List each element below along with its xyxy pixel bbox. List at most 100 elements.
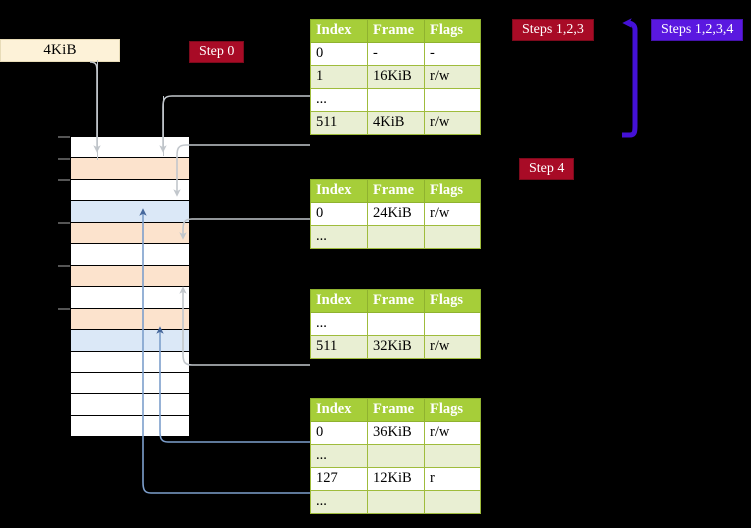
cell-index: ... — [310, 88, 368, 112]
badge-steps-1234: Steps 1,2,3,4 — [651, 19, 744, 42]
memory-frame-row — [71, 350, 189, 372]
cell-flags: r — [424, 467, 481, 491]
column-header-frame: Frame — [367, 179, 425, 203]
memory-frame-row — [71, 286, 189, 308]
table-header-row: Index Frame Flags — [310, 289, 481, 313]
wire-l2-row511-to-frame — [179, 286, 310, 366]
memory-frame-row — [71, 393, 189, 415]
wire-l4-row511-to-frame — [173, 144, 310, 197]
column-header-index: Index — [310, 179, 368, 203]
column-header-frame: Frame — [367, 289, 425, 313]
cell-index: ... — [310, 312, 368, 336]
table-row: 0 24KiB r/w — [310, 202, 481, 226]
badge-steps-123-label: Steps 1,2,3 — [522, 22, 584, 37]
physical-memory-grid — [70, 136, 190, 437]
table-row: ... — [310, 312, 481, 336]
badge-steps-1234-label: Steps 1,2,3,4 — [661, 22, 734, 37]
memory-frame-row — [71, 243, 189, 265]
table-row: 0 36KiB r/w — [310, 421, 481, 445]
cell-frame: 16KiB — [367, 65, 425, 89]
column-header-flags: Flags — [424, 398, 481, 422]
cell-frame: - — [367, 42, 425, 66]
memory-frame-row — [71, 414, 189, 437]
badge-step-0: Step 0 — [189, 41, 245, 64]
size-label-box: 4KiB — [0, 39, 120, 62]
table-header-row: Index Frame Flags — [310, 19, 481, 43]
cell-flags: r/w — [424, 335, 481, 359]
cell-index: 1 — [310, 65, 368, 89]
cell-flags — [424, 490, 481, 514]
cell-flags — [424, 444, 481, 468]
cell-frame: 12KiB — [367, 467, 425, 491]
cell-frame — [367, 490, 425, 514]
ruler-tick — [58, 222, 71, 224]
ruler-tick — [58, 158, 71, 160]
badge-step-0-label: Step 0 — [199, 44, 235, 59]
cell-frame: 4KiB — [367, 111, 425, 135]
table-row: ... — [310, 444, 481, 468]
column-header-flags: Flags — [424, 289, 481, 313]
page-table-level1: Index Frame Flags 0 36KiB r/w ... 127 12… — [310, 398, 481, 514]
memory-frame-row — [71, 157, 189, 179]
cell-index: 0 — [310, 421, 368, 445]
cell-flags: - — [424, 42, 481, 66]
cell-flags — [424, 225, 481, 249]
column-header-index: Index — [310, 289, 368, 313]
column-header-index: Index — [310, 398, 368, 422]
column-header-index: Index — [310, 19, 368, 43]
page-table-level3: Index Frame Flags 0 24KiB r/w ... — [310, 179, 481, 249]
memory-frame-row — [71, 221, 189, 244]
column-header-frame: Frame — [367, 19, 425, 43]
memory-frame-row — [71, 136, 189, 158]
cell-index: ... — [310, 490, 368, 514]
badge-steps-123: Steps 1,2,3 — [512, 19, 594, 42]
cell-index: 0 — [310, 202, 368, 226]
table-header-row: Index Frame Flags — [310, 179, 481, 203]
badge-step-4: Step 4 — [519, 158, 575, 181]
memory-frame-row — [71, 329, 189, 351]
cell-frame — [367, 88, 425, 112]
badge-step-4-label: Step 4 — [529, 161, 565, 176]
ruler-tick — [58, 265, 71, 267]
ruler-tick — [58, 179, 71, 181]
memory-frame-row — [71, 178, 189, 201]
cell-index: 511 — [310, 111, 368, 135]
cell-flags: r/w — [424, 111, 481, 135]
cell-frame — [367, 225, 425, 249]
memory-frame-row — [71, 200, 189, 222]
cell-flags: r/w — [424, 421, 481, 445]
page-table-level2: Index Frame Flags ... 511 32KiB r/w — [310, 289, 481, 359]
column-header-flags: Flags — [424, 19, 481, 43]
cell-frame — [367, 444, 425, 468]
size-label-text: 4KiB — [43, 42, 77, 58]
cell-flags: r/w — [424, 65, 481, 89]
cell-frame: 32KiB — [367, 335, 425, 359]
page-table-level4: Index Frame Flags 0 - - 1 16KiB r/w ... — [310, 19, 481, 135]
table-row: 0 - - — [310, 42, 481, 66]
column-header-frame: Frame — [367, 398, 425, 422]
ruler-tick — [58, 308, 71, 310]
guide-line — [163, 96, 164, 156]
table-row: 127 12KiB r — [310, 467, 481, 491]
memory-frame-row — [71, 371, 189, 394]
wire-l3-row0-to-frame — [179, 218, 310, 240]
cell-flags — [424, 88, 481, 112]
ruler-tick — [58, 136, 71, 138]
cell-frame: 24KiB — [367, 202, 425, 226]
cell-index: 127 — [310, 467, 368, 491]
cell-frame — [367, 312, 425, 336]
cell-index: 511 — [310, 335, 368, 359]
cell-flags — [424, 312, 481, 336]
cell-index: 0 — [310, 42, 368, 66]
table-row: ... — [310, 225, 481, 249]
table-header-row: Index Frame Flags — [310, 398, 481, 422]
cell-flags: r/w — [424, 202, 481, 226]
cell-index: ... — [310, 444, 368, 468]
wire-steps-bracket — [622, 18, 638, 138]
cell-index: ... — [310, 225, 368, 249]
cell-frame: 36KiB — [367, 421, 425, 445]
table-row: 511 32KiB r/w — [310, 335, 481, 359]
memory-frame-row — [71, 264, 189, 287]
table-row: ... — [310, 88, 481, 112]
